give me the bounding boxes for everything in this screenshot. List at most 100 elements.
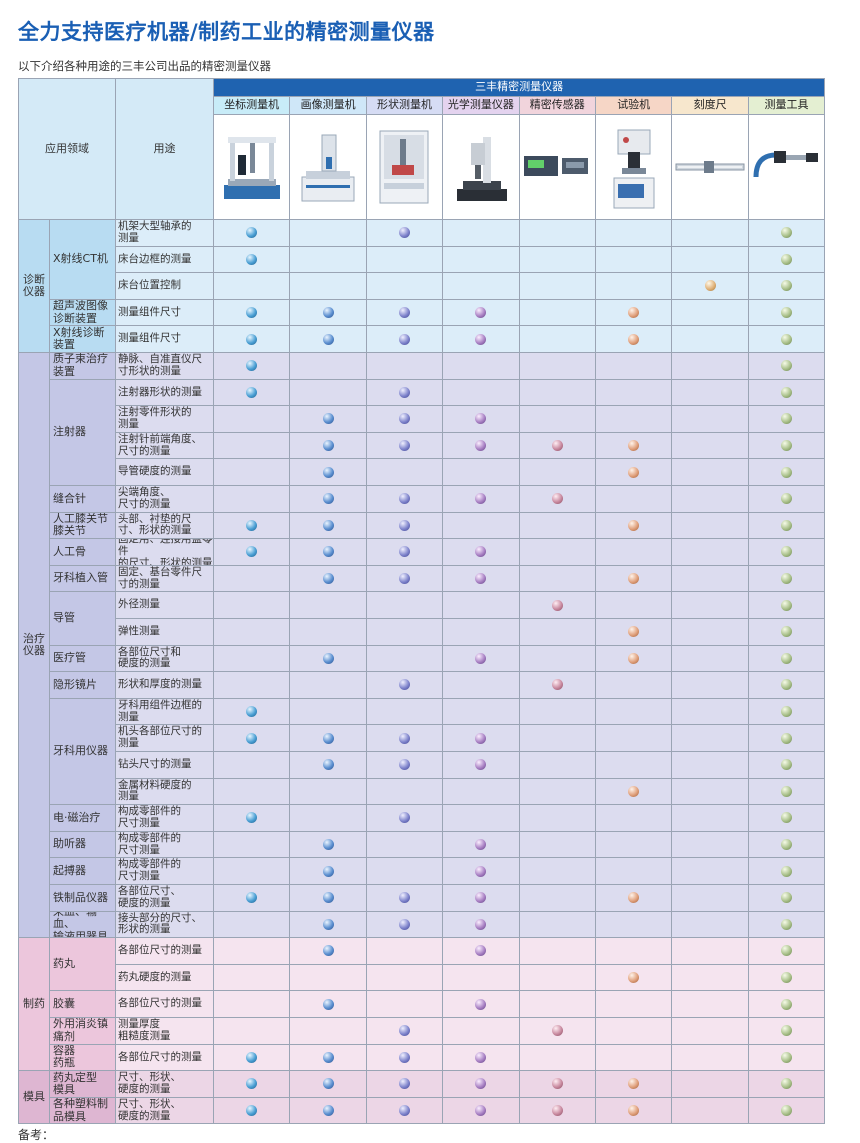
mark-cell bbox=[214, 486, 291, 513]
mark-cell bbox=[596, 220, 673, 247]
use-label: 床台位置控制 bbox=[118, 279, 181, 292]
mark-cell bbox=[672, 831, 749, 859]
applicable-dot-icon bbox=[780, 892, 792, 904]
notes-label: 备考： bbox=[18, 1128, 55, 1142]
subcategory-label: 缝合针 bbox=[53, 491, 86, 505]
mark-cell bbox=[748, 273, 826, 300]
mark-cell bbox=[366, 379, 444, 407]
mark-cell bbox=[596, 831, 673, 859]
subcategory-cell: 牙科植入管 bbox=[50, 565, 116, 593]
vision-machine-icon bbox=[296, 127, 360, 207]
mark-cell bbox=[596, 1071, 673, 1098]
use-cell: 机架大型轴承的 测量 bbox=[116, 220, 214, 247]
subcategory-cell: 导管 bbox=[50, 592, 116, 646]
mark-cell bbox=[290, 592, 367, 619]
applicable-dot-icon bbox=[551, 679, 563, 691]
mark-cell bbox=[443, 246, 520, 274]
applicable-dot-icon bbox=[246, 253, 258, 265]
mark-cell bbox=[214, 273, 291, 300]
subcategory-label: 注射器 bbox=[53, 425, 86, 439]
applicable-dot-icon bbox=[551, 1105, 563, 1117]
mark-cell bbox=[748, 885, 826, 912]
subcategory-cell: 容器 药瓶 bbox=[50, 1044, 116, 1072]
use-label: 弹性测量 bbox=[118, 624, 160, 637]
applicable-dot-icon bbox=[398, 573, 410, 585]
applicable-dot-icon bbox=[475, 918, 487, 930]
subcategory-label: 各种塑料制 品模具 bbox=[53, 1097, 108, 1123]
mark-cell bbox=[214, 459, 291, 486]
mark-cell bbox=[596, 778, 673, 806]
use-label: 金属材料硬度的 测量 bbox=[118, 778, 192, 803]
applicable-dot-icon bbox=[628, 1078, 640, 1090]
mark-cell bbox=[214, 911, 291, 939]
use-cell: 弹性测量 bbox=[116, 619, 214, 646]
mark-cell bbox=[748, 326, 826, 353]
applicable-dot-icon bbox=[246, 1105, 258, 1117]
use-cell: 固定、基台零件尺 寸的测量 bbox=[116, 565, 214, 593]
mark-cell bbox=[290, 672, 367, 699]
mark-cell bbox=[443, 991, 520, 1018]
use-label: 头部、衬垫的尺 寸、形状的测量 bbox=[118, 512, 192, 537]
mark-cell bbox=[748, 938, 826, 965]
mark-cell bbox=[443, 619, 520, 646]
applicable-dot-icon bbox=[475, 839, 487, 851]
use-label: 钻头尺寸的测量 bbox=[118, 757, 192, 770]
use-cell: 固定用、连接用盘零件 的尺寸、形状的测量 bbox=[116, 539, 214, 566]
applicable-dot-icon bbox=[780, 280, 792, 292]
mark-cell bbox=[748, 1018, 826, 1045]
mark-cell bbox=[443, 1097, 520, 1125]
applicable-dot-icon bbox=[780, 573, 792, 585]
mark-cell bbox=[290, 1018, 367, 1045]
instrument-image-cell-optical bbox=[443, 115, 520, 220]
applicable-dot-icon bbox=[322, 413, 334, 425]
applicable-dot-icon bbox=[780, 1025, 792, 1037]
mark-cell bbox=[443, 858, 520, 885]
mark-cell bbox=[443, 592, 520, 619]
mark-cell bbox=[443, 1018, 520, 1045]
use-cell: 外径测量 bbox=[116, 592, 214, 619]
instrument-label-form: 形状测量机 bbox=[376, 98, 432, 112]
subcategory-cell: 人工骨 bbox=[50, 539, 116, 566]
mark-cell bbox=[366, 938, 444, 965]
mark-cell bbox=[672, 379, 749, 407]
mark-cell bbox=[519, 353, 596, 380]
use-label: 各部位尺寸的测量 bbox=[118, 1050, 202, 1063]
mark-cell bbox=[214, 1018, 291, 1045]
use-label: 各部位尺寸的测量 bbox=[118, 944, 202, 957]
applicable-dot-icon bbox=[628, 573, 640, 585]
use-cell: 尺寸、形状、 硬度的测量 bbox=[116, 1071, 214, 1098]
applicable-dot-icon bbox=[322, 573, 334, 585]
mark-cell bbox=[596, 1044, 673, 1072]
mark-cell bbox=[519, 326, 596, 353]
mark-cell bbox=[214, 1071, 291, 1098]
subcategory-label: 人工骨 bbox=[53, 544, 86, 558]
mark-cell bbox=[519, 991, 596, 1018]
applicable-dot-icon bbox=[475, 652, 487, 664]
instrument-header-tester: 试验机 bbox=[596, 97, 673, 115]
use-label: 固定用、连接用盘零件 的尺寸、形状的测量 bbox=[118, 539, 213, 566]
mark-cell bbox=[290, 619, 367, 646]
mark-cell bbox=[214, 698, 291, 726]
mark-cell bbox=[366, 539, 444, 566]
mark-cell bbox=[519, 565, 596, 593]
use-cell: 各部位尺寸和 硬度的测量 bbox=[116, 645, 214, 673]
mark-cell bbox=[748, 220, 826, 247]
subcategory-label: X射线诊断 装置 bbox=[53, 326, 105, 352]
applicable-dot-icon bbox=[398, 679, 410, 691]
mark-cell bbox=[519, 1097, 596, 1125]
applicable-dot-icon bbox=[475, 333, 487, 345]
applicable-dot-icon bbox=[628, 333, 640, 345]
use-label: 测量组件尺寸 bbox=[118, 332, 181, 345]
mark-cell bbox=[596, 645, 673, 673]
mark-cell bbox=[596, 592, 673, 619]
mark-cell bbox=[519, 938, 596, 965]
applicable-dot-icon bbox=[322, 1105, 334, 1117]
applicable-dot-icon bbox=[780, 1051, 792, 1063]
mark-cell bbox=[366, 911, 444, 939]
applicable-dot-icon bbox=[322, 493, 334, 505]
mark-cell bbox=[672, 432, 749, 460]
subcategory-label: 外用消炎镇 痛剂 bbox=[53, 1018, 108, 1043]
subcategory-cell: 起搏器 bbox=[50, 858, 116, 885]
subcategory-cell: 缝合针 bbox=[50, 486, 116, 513]
applicable-dot-icon bbox=[322, 652, 334, 664]
